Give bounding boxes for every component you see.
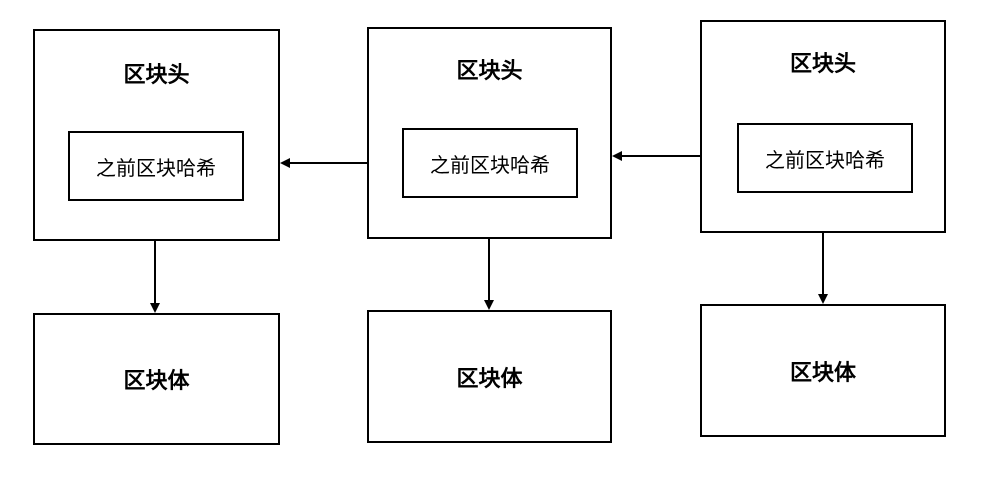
block-body-1: 区块体 — [33, 313, 280, 445]
previous-block-hash: 之前区块哈希 — [402, 128, 578, 198]
previous-block-hash: 之前区块哈希 — [737, 123, 913, 193]
block-body-3: 区块体 — [700, 304, 946, 437]
block-header-1: 区块头 之前区块哈希 — [33, 29, 280, 241]
block-body-label: 区块体 — [789, 360, 856, 386]
block-header-title: 区块头 — [456, 59, 523, 84]
block-body-label: 区块体 — [456, 366, 523, 392]
block-body-2: 区块体 — [367, 310, 612, 443]
previous-block-hash: 之前区块哈希 — [68, 131, 244, 201]
block-header-title: 区块头 — [123, 63, 190, 88]
block-header-2: 区块头 之前区块哈希 — [367, 27, 612, 239]
block-body-label: 区块体 — [123, 369, 190, 394]
block-header-3: 区块头 之前区块哈希 — [700, 20, 946, 233]
block-header-title: 区块头 — [789, 52, 856, 77]
